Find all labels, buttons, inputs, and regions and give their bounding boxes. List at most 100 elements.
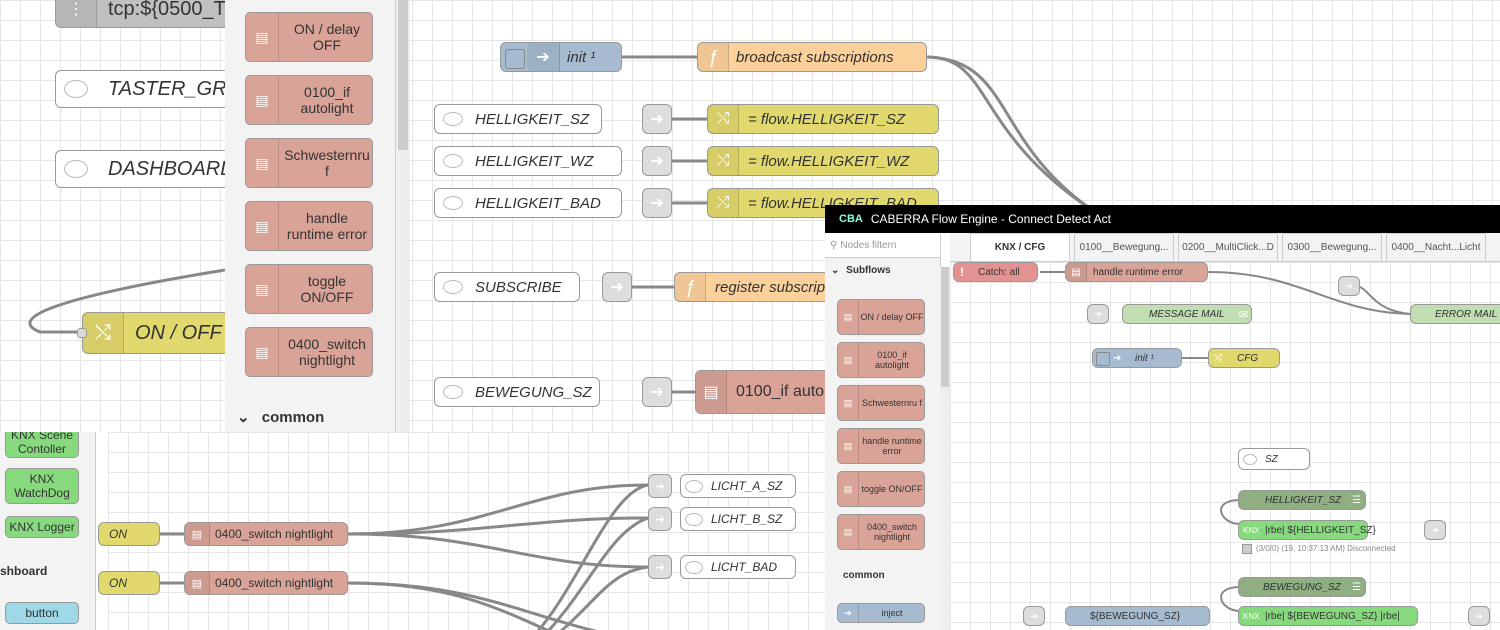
inject-init-node[interactable]: ➔ init ¹ xyxy=(500,42,622,72)
palette-node-handle-error[interactable]: ▤ handle runtime error xyxy=(245,201,373,251)
node-label: BEWEGUNG_SZ xyxy=(1263,581,1341,593)
palette-node-button[interactable]: button xyxy=(5,602,79,624)
on-node-2[interactable]: ON xyxy=(98,571,160,595)
switch-on-off-node[interactable]: ⤭ ON / OFF xyxy=(77,312,232,354)
palette-node-inject[interactable]: ➔inject xyxy=(837,603,925,623)
function-broadcast-node[interactable]: ƒ broadcast subscriptions xyxy=(697,42,927,72)
palette-node-knx-scene[interactable]: KNX Scene Contoller xyxy=(5,432,79,458)
bottom-left-workspace: KNX Scene Contoller KNX WatchDog KNX Log… xyxy=(0,432,830,630)
link-in-node[interactable]: ➔ xyxy=(1087,304,1109,324)
change-helligkeit-bad[interactable]: ⤭ = flow.HELLIGKEIT_BAD xyxy=(707,188,939,218)
comment-helligkeit-wz[interactable]: HELLIGKEIT_WZ xyxy=(434,146,622,176)
link-in-node[interactable]: ➔ xyxy=(1023,606,1045,626)
error-mail-node[interactable]: ERROR MAIL xyxy=(1410,304,1500,324)
rbe-bewegung-node[interactable]: KNX |rbe| ${BEWEGUNG_SZ} |rbe| xyxy=(1238,606,1418,626)
tab-bar: KNX / CFG 0100__Bewegung... 0200__MultiC… xyxy=(950,233,1500,262)
inject-button[interactable] xyxy=(1096,352,1110,366)
link-out-node[interactable]: ➔ xyxy=(648,507,672,531)
link-out-icon: ➔ xyxy=(1431,524,1439,535)
link-out-node[interactable]: ➔ xyxy=(648,474,672,498)
input-port[interactable] xyxy=(77,328,87,338)
handle-error-node[interactable]: ▤ handle runtime error xyxy=(1065,262,1208,282)
palette-node-nightlight[interactable]: ▤ 0400_switch nightlight xyxy=(245,327,373,377)
bottom-left-canvas: ON ON ▤ 0400_switch nightlight ▤ 0400_sw… xyxy=(98,432,830,630)
comment-subscribe[interactable]: SUBSCRIBE xyxy=(434,272,580,302)
bewegung-var-node[interactable]: ${BEWEGUNG_SZ} xyxy=(1065,606,1210,626)
cfg-node[interactable]: ⤭ CFG xyxy=(1208,348,1280,368)
filter-box[interactable]: ⚲ Nodes filtern xyxy=(825,233,940,258)
app-window: CBA CABERRA Flow Engine - Connect Detect… xyxy=(825,205,1500,630)
palette-node[interactable]: ▤0100_if autolight xyxy=(837,342,925,378)
comment-dashboard[interactable]: DASHBOARD xyxy=(55,150,235,188)
palette-node[interactable]: ▤ON / delay OFF xyxy=(837,299,925,335)
link-out-node[interactable]: ➔ xyxy=(1424,520,1446,540)
palette-category-dashboard[interactable]: shboard xyxy=(0,564,48,578)
on-node-1[interactable]: ON xyxy=(98,522,160,546)
comment-taster[interactable]: TASTER_GRU xyxy=(55,70,241,108)
link-out-node[interactable]: ➔ xyxy=(1468,606,1490,626)
link-in-node[interactable]: ➔ xyxy=(642,146,672,176)
rbe-helligkeit-node[interactable]: KNX |rbe| ${HELLIGKEIT_SZ} xyxy=(1238,520,1376,540)
switch-nightlight-node-1[interactable]: ▤ 0400_switch nightlight xyxy=(184,522,348,546)
palette-node[interactable]: ▤toggle ON/OFF xyxy=(837,471,925,507)
tab-bewegung-0100[interactable]: 0100__Bewegung... xyxy=(1074,233,1174,261)
arrow-right-icon: ➔ xyxy=(1113,352,1122,364)
scrollbar-thumb[interactable] xyxy=(941,267,949,387)
switch-nightlight-node-2[interactable]: ▤ 0400_switch nightlight xyxy=(184,571,348,595)
inject-label: init ¹ xyxy=(567,48,596,66)
tcp-node[interactable]: ⋮ tcp:${0500_TC xyxy=(55,0,240,28)
change-helligkeit-sz[interactable]: ⤭ = flow.HELLIGKEIT_SZ xyxy=(707,104,939,134)
comment-bewegung-sz[interactable]: BEWEGUNG_SZ xyxy=(434,377,600,407)
comment-sz[interactable]: SZ xyxy=(1238,448,1310,470)
link-in-node[interactable]: ➔ xyxy=(642,377,672,407)
subflow-label: handle runtime error xyxy=(1093,266,1184,278)
tab-bewegung-0300[interactable]: 0300__Bewegung... xyxy=(1282,233,1382,261)
comment-licht-b[interactable]: LICHT_B_SZ xyxy=(680,507,796,531)
scrollbar-thumb[interactable] xyxy=(398,0,408,150)
subflow-autolight-node[interactable]: ▤ 0100_if autoli xyxy=(695,370,835,414)
inject-init-node[interactable]: ➔ init ¹ xyxy=(1092,348,1182,368)
palette-node-schwesternruf[interactable]: ▤ Schwesternru f xyxy=(245,138,373,188)
inject-button[interactable] xyxy=(505,49,525,69)
comment-licht-bad[interactable]: LICHT_BAD xyxy=(680,555,796,579)
palette-node[interactable]: ▤Schwesternru f xyxy=(837,385,925,421)
link-in-icon: ➔ xyxy=(1030,610,1038,621)
comment-icon xyxy=(64,80,88,98)
subflow-icon: ▤ xyxy=(255,217,269,234)
link-in-node[interactable]: ➔ xyxy=(602,272,632,302)
comment-helligkeit-sz[interactable]: HELLIGKEIT_SZ xyxy=(434,104,602,134)
change-helligkeit-wz[interactable]: ⤭ = flow.HELLIGKEIT_WZ xyxy=(707,146,939,176)
palette-node-autolight[interactable]: ▤ 0100_if autolight xyxy=(245,75,373,125)
palette-node-knx-logger[interactable]: KNX Logger xyxy=(5,516,79,538)
palette-node-label: 0400_switch nightlight xyxy=(866,522,918,542)
palette-node-knx-watchdog[interactable]: KNX WatchDog xyxy=(5,468,79,504)
palette-category-common[interactable]: ⌄ common xyxy=(237,408,324,426)
comment-helligkeit-bad[interactable]: HELLIGKEIT_BAD xyxy=(434,188,622,218)
function-register-node[interactable]: ƒ register subscripti xyxy=(674,272,834,302)
comment-licht-a[interactable]: LICHT_A_SZ xyxy=(680,474,796,498)
tab-knx-cfg[interactable]: KNX / CFG xyxy=(970,233,1070,261)
link-in-node[interactable]: ➔ xyxy=(1338,276,1360,296)
link-out-node[interactable]: ➔ xyxy=(648,555,672,579)
comment-label: DASHBOARD xyxy=(108,157,235,180)
subflows-category[interactable]: ⌄ Subflows xyxy=(831,265,891,276)
message-mail-node[interactable]: MESSAGE MAIL ✉ xyxy=(1122,304,1252,324)
catch-all-node[interactable]: ! Catch: all xyxy=(953,262,1038,282)
palette-node-on-delay[interactable]: ▤ ON / delay OFF xyxy=(245,12,373,62)
palette-node[interactable]: ▤handle runtime error xyxy=(837,428,925,464)
palette-scrollbar[interactable] xyxy=(396,0,410,432)
common-category[interactable]: common xyxy=(843,570,885,581)
link-in-node[interactable]: ➔ xyxy=(642,104,672,134)
bewegung-sz-node[interactable]: BEWEGUNG_SZ ☰ xyxy=(1238,577,1366,597)
tab-nachtlicht-0400[interactable]: 0400__Nacht...Licht xyxy=(1386,233,1486,261)
tab-multiclick-0200[interactable]: 0200__MultiClick...D xyxy=(1178,233,1278,261)
palette-node-toggle[interactable]: ▤ toggle ON/OFF xyxy=(245,264,373,314)
palette-node-label: ON / delay OFF xyxy=(293,21,361,53)
comment-label: HELLIGKEIT_WZ xyxy=(475,152,594,170)
app-palette-scrollbar[interactable] xyxy=(940,267,950,630)
link-in-icon: ➔ xyxy=(650,195,664,212)
link-in-node[interactable]: ➔ xyxy=(642,188,672,218)
palette-node[interactable]: ▤0400_switch nightlight xyxy=(837,514,925,550)
comment-label: HELLIGKEIT_SZ xyxy=(475,110,590,128)
helligkeit-sz-node[interactable]: HELLIGKEIT_SZ ☰ xyxy=(1238,490,1366,510)
